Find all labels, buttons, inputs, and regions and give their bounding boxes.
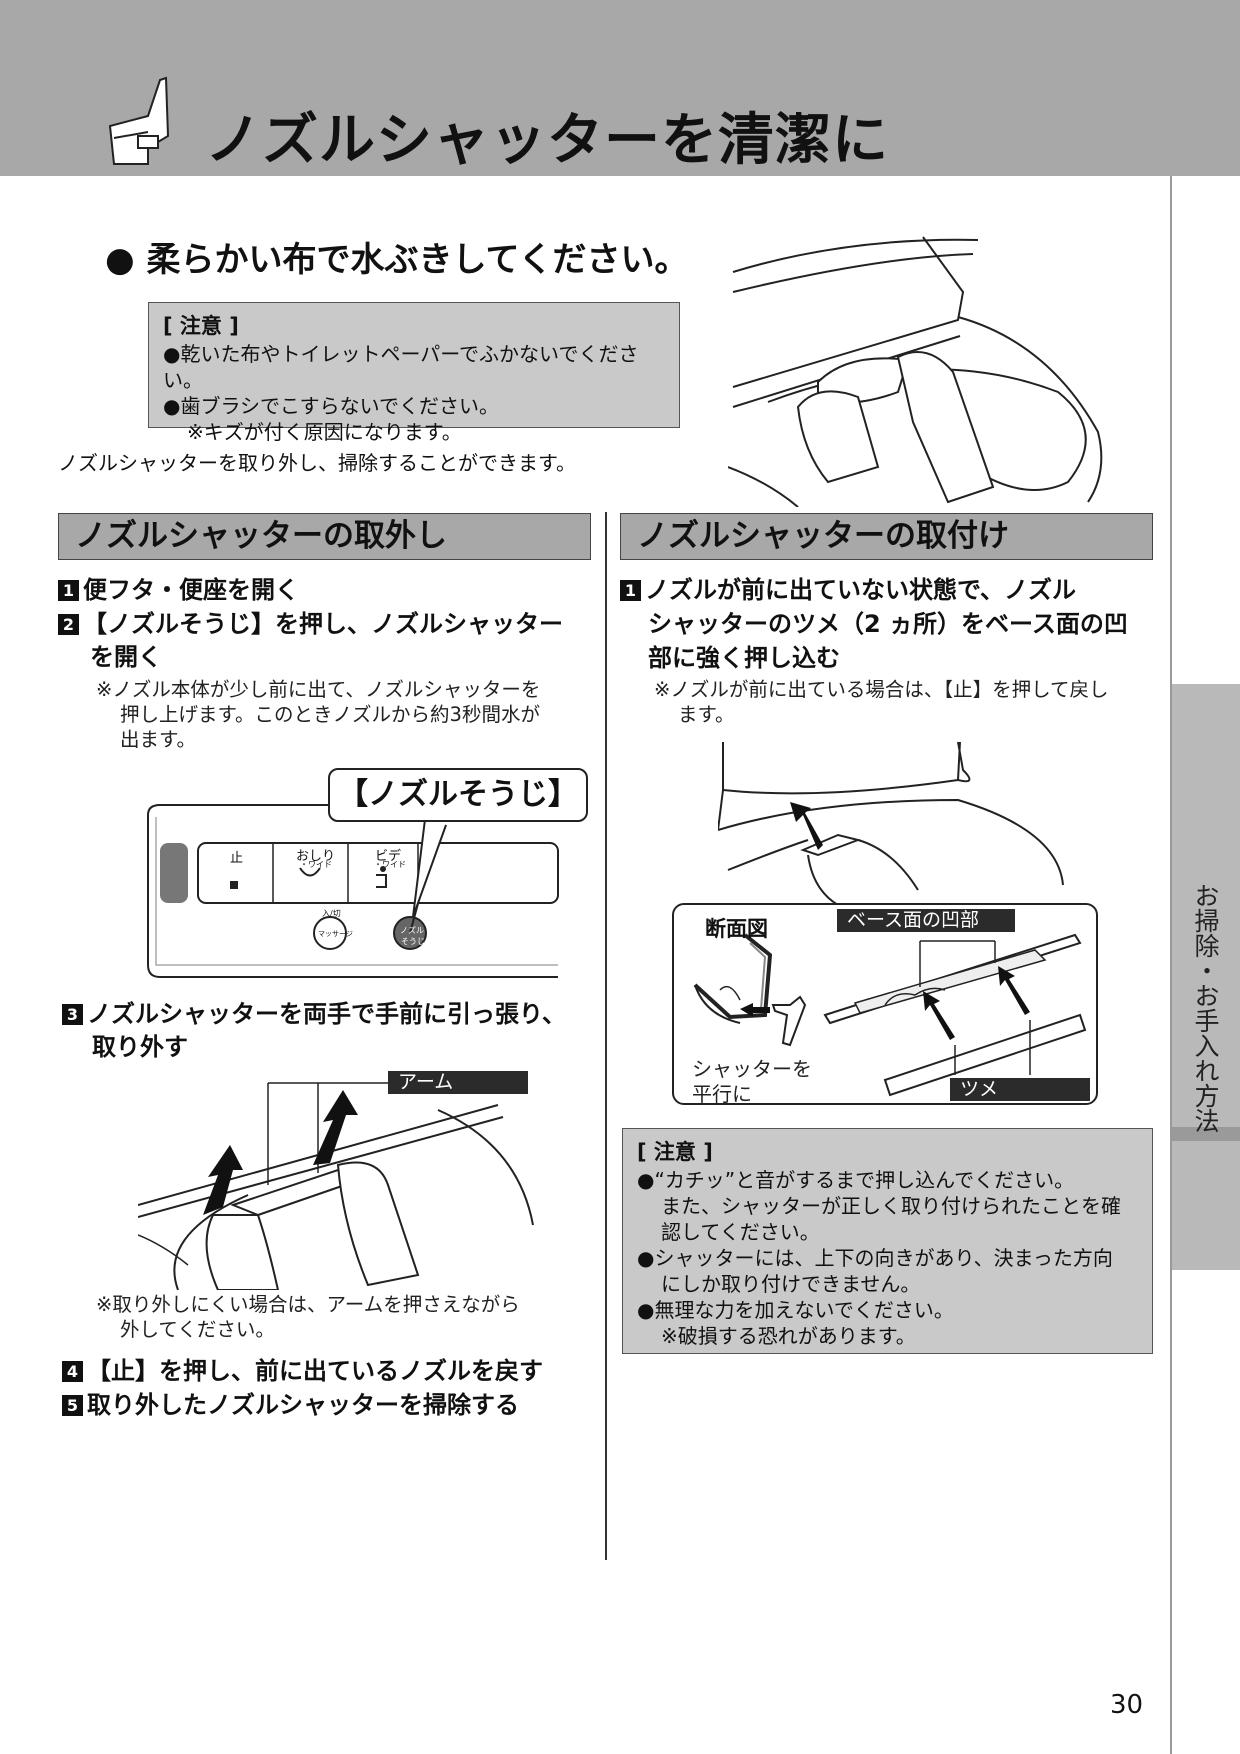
page-title: ノズルシャッターを清潔に bbox=[205, 108, 889, 173]
note-line: ※ノズル本体が少し前に出て、ノズルシャッターを bbox=[96, 678, 541, 701]
section-heading-install: ノズルシャッターの取付け bbox=[620, 513, 1153, 560]
step-install-1-note: ※ノズルが前に出ている場合は、【止】を押して戻し ます。 bbox=[654, 677, 1109, 727]
caution-line: ●無理な力を加えないでください。 bbox=[637, 1298, 954, 1322]
panel-side-button bbox=[160, 843, 188, 903]
caution-line: ※キズが付く原因になります。 bbox=[187, 420, 462, 444]
page-number: 30 bbox=[1110, 1690, 1144, 1720]
up-arrow-icon bbox=[313, 1090, 358, 1165]
caution-line: 認してください。 bbox=[661, 1220, 820, 1244]
caution-box-top: [ 注意 ] ●乾いた布やトイレットペーパーでふかないでください。 ●歯ブラシで… bbox=[148, 302, 680, 444]
note-line: 押し上げます。このときノズルから約3秒間水が bbox=[120, 703, 540, 726]
step-removal-3-cont: 取り外す bbox=[92, 1033, 188, 1061]
step-text: ノズルが前に出ていない状態で、ノズル bbox=[645, 576, 1077, 604]
massage-button-label: マッサージ bbox=[318, 930, 353, 938]
step-number: 5 bbox=[62, 1395, 83, 1416]
panel-label-stop: 止 bbox=[230, 851, 244, 866]
arm-label: アーム bbox=[388, 1071, 528, 1094]
tsume-label: ツメ bbox=[950, 1078, 1090, 1101]
step-removal-4: 4【止】を押し、前に出ているノズルを戻す bbox=[62, 1354, 543, 1388]
step-removal-2-cont: を開く bbox=[90, 643, 162, 671]
caution-line: ※破損する恐れがあります。 bbox=[661, 1324, 916, 1348]
note-line: 外してください。 bbox=[120, 1318, 275, 1341]
step-number: 1 bbox=[620, 580, 641, 601]
caution-title: [ 注意 ] bbox=[637, 1140, 713, 1164]
caution-line: ●歯ブラシでこすらないでください。 bbox=[163, 394, 500, 418]
header-band bbox=[0, 0, 1240, 176]
caution-box-install: [ 注意 ] ●“カチッ”と音がするまで押し込んでください。 また、シャッターが… bbox=[622, 1128, 1153, 1354]
section-heading-removal: ノズルシャッターの取外し bbox=[58, 513, 591, 560]
shutter-removal-illustration bbox=[138, 1082, 534, 1290]
install-illustration bbox=[718, 741, 1064, 905]
caution-line: また、シャッターが正しく取り付けられたことを確 bbox=[661, 1194, 1121, 1218]
toilet-icon bbox=[108, 76, 170, 165]
control-panel-illustration bbox=[147, 794, 559, 978]
wiping-illustration bbox=[728, 236, 1103, 507]
step-text: 【ノズルそうじ】を押し、ノズルシャッター bbox=[83, 610, 563, 638]
step-install-1-cont: シャッターのツメ（2 ヵ所）をベース面の凹 bbox=[648, 610, 1128, 638]
caution-line: ●シャッターには、上下の向きがあり、決まった方向 bbox=[637, 1246, 1113, 1270]
push-arrow-icon bbox=[790, 802, 823, 850]
step-number: 1 bbox=[58, 580, 79, 601]
step-text: 【止】を押し、前に出ているノズルを戻す bbox=[87, 1357, 543, 1385]
lead-instruction: ● 柔らかい布で水ぶきしてください。 bbox=[105, 240, 689, 280]
caution-line: にしか取り付けできません。 bbox=[661, 1272, 921, 1296]
note-line: ます。 bbox=[678, 703, 735, 726]
parallel-label-a: シャッターを bbox=[692, 1057, 812, 1081]
caution-title: [ 注意 ] bbox=[163, 314, 239, 338]
intro-text: ノズルシャッターを取り外し、掃除することができます。 bbox=[58, 451, 576, 475]
base-recess-label: ベース面の凹部 bbox=[837, 909, 1015, 932]
step-number: 2 bbox=[58, 614, 79, 635]
panel-label-oshiri-sub: ・ワイド bbox=[300, 860, 332, 869]
side-tab-label: お掃除・お手入れ方法 bbox=[1191, 883, 1220, 1133]
step-number: 4 bbox=[62, 1361, 83, 1382]
cross-section-label: 断面図 bbox=[705, 917, 768, 941]
push-arrow-icon bbox=[998, 966, 1030, 1015]
bidet-icon bbox=[380, 866, 386, 872]
step-removal-3-note: ※取り外しにくい場合は、アームを押さえながら 外してください。 bbox=[96, 1292, 520, 1342]
caution-line: ●“カチッ”と音がするまで押し込んでください。 bbox=[637, 1168, 1075, 1192]
nozzle-button-label-a: ノズル bbox=[400, 926, 424, 935]
column-divider bbox=[605, 512, 607, 1560]
panel-label-bide-sub: ・ワイド bbox=[374, 860, 406, 869]
stop-square-icon bbox=[230, 881, 238, 889]
step-removal-2-note: ※ノズル本体が少し前に出て、ノズルシャッターを 押し上げます。このときノズルから… bbox=[96, 677, 540, 752]
note-line: ※取り外しにくい場合は、アームを押さえながら bbox=[96, 1293, 520, 1316]
step-text: 便フタ・便座を開く bbox=[83, 576, 299, 604]
push-arrow-icon bbox=[923, 991, 955, 1040]
nozzle-clean-callout: 【ノズルそうじ】 bbox=[328, 768, 588, 822]
step-number: 3 bbox=[62, 1004, 83, 1025]
right-margin-rule bbox=[1170, 176, 1172, 1754]
note-line: ※ノズルが前に出ている場合は、【止】を押して戻し bbox=[654, 678, 1109, 701]
panel-label-oshiri: おしり bbox=[296, 849, 336, 864]
up-arrow-icon bbox=[203, 1145, 243, 1215]
step-text: 取り外したノズルシャッターを掃除する bbox=[87, 1391, 519, 1419]
step-text: ノズルシャッターを両手で手前に引っ張り、 bbox=[87, 1000, 567, 1028]
side-tab-marker bbox=[1172, 1127, 1240, 1141]
step-install-1-cont: 部に強く押し込む bbox=[648, 644, 840, 672]
insert-arrow-icon bbox=[740, 1003, 753, 1017]
side-tab bbox=[1172, 684, 1240, 1270]
parallel-label-b: 平行に bbox=[692, 1082, 752, 1106]
note-line: 出ます。 bbox=[120, 728, 197, 751]
step-removal-2: 2【ノズルそうじ】を押し、ノズルシャッター bbox=[58, 607, 563, 641]
cross-section-illustration bbox=[693, 933, 1087, 1097]
panel-label-onoff: 入/切 bbox=[322, 909, 341, 918]
caution-line: ●乾いた布やトイレットペーパーでふかないでください。 bbox=[163, 342, 639, 392]
panel-label-bide: ビデ bbox=[375, 849, 402, 864]
nozzle-button-label-b: そうじ bbox=[401, 937, 425, 946]
